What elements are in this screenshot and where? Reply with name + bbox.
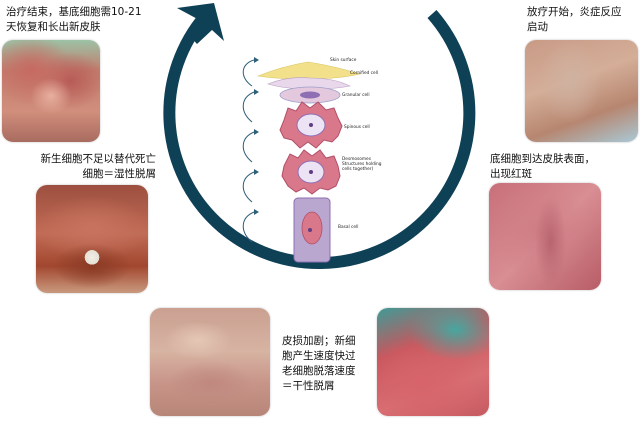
- caption-top-left: 治疗结束，基底细胞需10-21 天恢复和长出新皮肤: [6, 6, 142, 33]
- curved-arrow-icon: [242, 59, 255, 87]
- side-arrows: [242, 59, 255, 243]
- curved-arrow-icon: [242, 211, 255, 243]
- photo-neck-start: [525, 40, 638, 142]
- caption-bottom-center: 皮损加剧；新细 胞产生速度快过 老细胞脱落速度 ＝干性脱屑: [282, 335, 356, 392]
- cycle-arrow-ring: [163, 10, 476, 270]
- label-basal: Basal cell: [338, 224, 358, 230]
- caption-mid-left: 新生细胞不足以替代死亡 细胞＝湿性脱屑: [40, 153, 157, 180]
- skin-surface: [256, 61, 362, 79]
- skin-layers-diagram: Skin surface Cornified cell Granular cel…: [242, 57, 382, 263]
- label-spinous: Spinous cell: [344, 124, 370, 130]
- caption-mid-right: 底细胞到达皮肤表面， 出现红斑: [490, 153, 595, 180]
- caption-top-right: 放疗开始，炎症反应 启动: [527, 6, 622, 33]
- curved-arrow-icon: [242, 131, 255, 163]
- photo-erythema-closeup: [377, 308, 489, 416]
- photo-neck-healing: [2, 40, 100, 142]
- label-cornified: Cornified cell: [350, 70, 378, 76]
- label-skin-surface: Skin surface: [330, 57, 357, 63]
- photo-moist-desquamation: [36, 185, 148, 293]
- photo-erythema: [489, 183, 601, 290]
- photo-dry-desquamation: [150, 308, 270, 416]
- cycle-arrow-head-icon: [177, 3, 224, 44]
- curved-arrow-icon: [242, 171, 255, 203]
- curved-arrow-icon: [242, 91, 255, 123]
- label-granular: Granular cell: [342, 92, 370, 98]
